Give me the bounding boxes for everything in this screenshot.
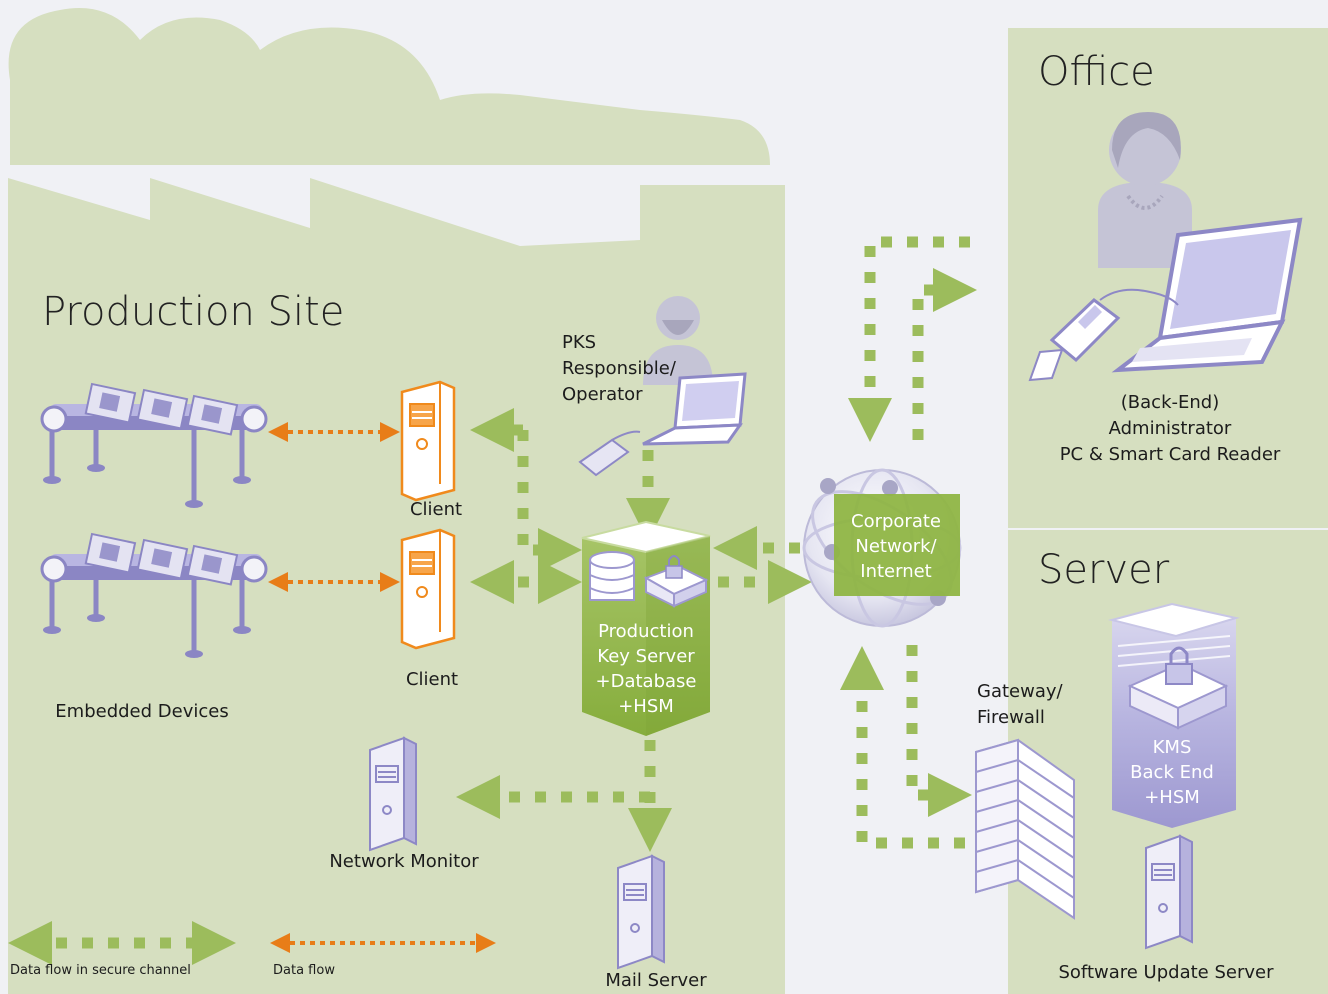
firewall-icon (975, 738, 1075, 920)
pks-label-line-4: +HSM (618, 696, 674, 717)
kms-backend-label: KMS Back End +HSM (1130, 735, 1214, 810)
database-icon (589, 551, 635, 601)
admin-laptop-icon (1111, 217, 1303, 373)
corporate-network-globe-icon (802, 468, 962, 628)
production-site-title: Production Site (42, 289, 345, 335)
legend-data-flow-label: Data flow (273, 963, 335, 978)
admin-label-line-1: (Back-End) (1120, 392, 1220, 413)
pks-operator-label: PKS Responsible/ Operator (562, 330, 676, 408)
pks-operator-line-1: PKS (562, 332, 597, 353)
data-flow-lines (268, 422, 496, 953)
server-title: Server (1038, 547, 1170, 593)
network-monitor-label: Network Monitor (329, 851, 479, 872)
pks-label-line-1: Production (598, 621, 694, 642)
operator-laptop-icon (642, 372, 747, 446)
client-top-label: Client (409, 499, 463, 520)
operator-person-icon (643, 296, 713, 385)
gateway-label-line-2: Firewall (977, 707, 1045, 728)
corporate-network-line-3: Internet (860, 561, 932, 582)
production-site-zone (8, 8, 785, 994)
pks-label-line-2: Key Server (597, 646, 695, 667)
kms-label-line-2: Back End (1130, 762, 1214, 783)
admin-card-reader-icon (1028, 288, 1179, 382)
admin-label-line-3: PC & Smart Card Reader (1059, 444, 1281, 465)
embedded-devices-label: Embedded Devices (55, 701, 229, 722)
gateway-label-line-1: Gateway/ (977, 681, 1063, 702)
client-top-icon (400, 380, 456, 502)
hsm-lock-icon (643, 555, 709, 608)
pks-label-line-3: +Database (595, 671, 697, 692)
client-bottom-icon (400, 528, 456, 650)
admin-person-icon (1098, 112, 1192, 268)
software-update-server-icon (1145, 835, 1193, 949)
corporate-network-line-2: Network/ (855, 536, 937, 557)
corporate-network-line-1: Corporate (851, 511, 941, 532)
software-update-server-label: Software Update Server (1058, 962, 1274, 983)
admin-label: (Back-End) Administrator PC & Smart Card… (1060, 390, 1281, 468)
legend-secure-label: Data flow in secure channel (10, 963, 191, 978)
admin-label-line-2: Administrator (1108, 418, 1232, 439)
production-key-server-icon (581, 520, 711, 736)
operator-card-reader-icon (578, 430, 641, 477)
pks-operator-line-3: Operator (562, 384, 643, 405)
network-monitor-icon (369, 737, 417, 851)
pks-operator-line-2: Responsible/ (562, 358, 676, 379)
kms-label-line-3: +HSM (1144, 787, 1200, 808)
production-key-server-label: Production Key Server +Database +HSM (596, 619, 697, 719)
mail-server-icon (617, 855, 665, 969)
kms-backend-icon (1108, 602, 1240, 828)
client-bottom-label: Client (405, 669, 459, 690)
kms-label-line-1: KMS (1152, 737, 1192, 758)
secure-flow-lines (8, 236, 977, 965)
gateway-firewall-label: Gateway/ Firewall (977, 679, 1063, 731)
office-title: Office (1038, 49, 1155, 95)
corporate-network-label: Corporate Network/ Internet (851, 509, 941, 584)
mail-server-label: Mail Server (605, 970, 707, 991)
